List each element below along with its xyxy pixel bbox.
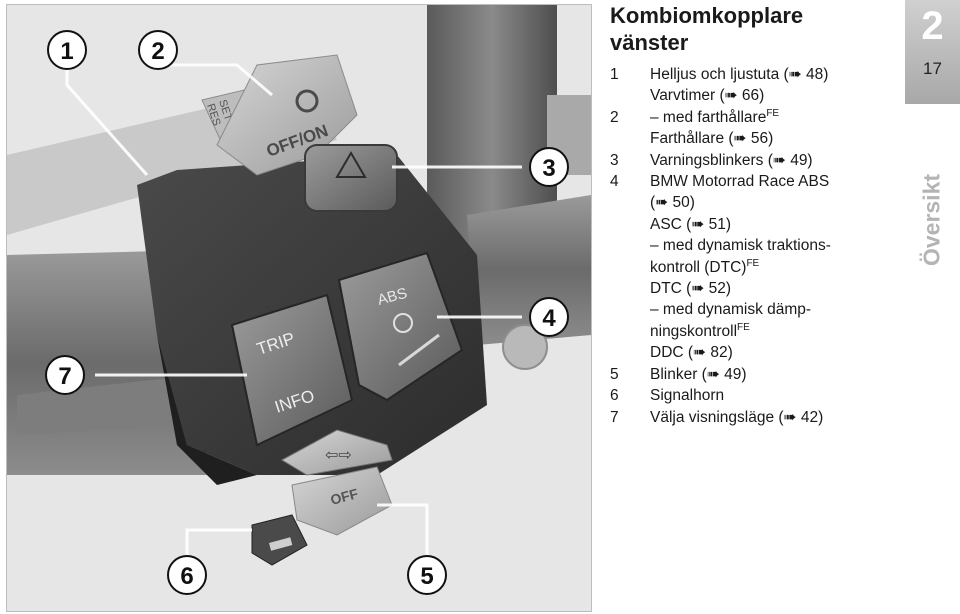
callout-1: 1	[47, 30, 87, 70]
svg-text:2: 2	[151, 38, 164, 65]
legend-item: 7 Välja visningsläge (➠ 42)	[610, 407, 902, 428]
legend-item: 4 BMW Motorrad Race ABS	[610, 171, 902, 192]
legend-item: 1 Helljus och ljustuta (➠ 48)	[610, 64, 902, 85]
legend-item-number	[610, 257, 650, 278]
legend-item-number	[610, 214, 650, 235]
legend-item: 6 Signalhorn	[610, 385, 902, 406]
legend-item-number: 3	[610, 151, 619, 169]
legend-item-text: – med dynamisk dämp-	[650, 301, 812, 319]
legend-item-number	[610, 321, 650, 342]
title-line-1: Kombiomkopplare	[610, 3, 804, 28]
legend-item-superscript: FE	[737, 321, 750, 333]
legend-item: Varvtimer (➠ 66)	[610, 85, 902, 106]
legend-item-number: 7	[610, 408, 619, 426]
legend-item-text: Välja visningsläge (➠ 42)	[650, 408, 824, 426]
legend-item-text: (➠ 50)	[650, 194, 695, 212]
legend-list: 1 Helljus och ljustuta (➠ 48) Varvtimer (➠…	[610, 64, 902, 428]
legend-item-number	[610, 278, 650, 299]
callout-2: 2	[138, 30, 178, 70]
off-label: OFF	[329, 485, 361, 508]
legend-item-text: – med farthållareFE	[650, 107, 780, 126]
legend-item: Farthållare (➠ 56)	[610, 128, 902, 149]
title-line-2: vänster	[610, 30, 689, 55]
legend-item-number: 1	[610, 66, 619, 83]
legend-item: 2 – med farthållareFE	[610, 107, 902, 128]
legend-item-text: Varvtimer (➠ 66)	[650, 87, 765, 105]
legend-item: DTC (➠ 52)	[610, 278, 902, 299]
svg-text:4: 4	[542, 305, 556, 332]
legend-item-number: 2	[610, 108, 619, 126]
legend-item-number	[610, 235, 650, 256]
legend-item-text: BMW Motorrad Race ABS	[650, 173, 830, 191]
legend-item-text: ningskontrollFE	[650, 321, 750, 340]
handlebar-switch-drawing: SET RES OFF/ON ABS TRIP INFO ⇦⇨ OFF	[7, 5, 591, 611]
legend-item-text: Signalhorn	[650, 387, 725, 405]
svg-text:6: 6	[180, 563, 193, 590]
legend-item-text: Helljus och ljustuta (➠ 48)	[650, 66, 829, 83]
legend-item-number	[610, 192, 650, 213]
callout-6: 6	[167, 555, 207, 595]
legend-item-text: DDC (➠ 82)	[650, 344, 733, 362]
chapter-number: 2	[921, 4, 944, 48]
legend-item-number	[610, 342, 650, 363]
callout-3: 3	[529, 147, 569, 187]
section-title: Kombiomkopplare vänster	[610, 2, 900, 56]
callout-7: 7	[45, 355, 85, 395]
section-label: Översikt	[918, 173, 945, 267]
legend-item: DDC (➠ 82)	[610, 342, 902, 363]
chapter-tab: 2 17	[905, 0, 960, 104]
legend-item-number: 6	[610, 387, 619, 405]
legend-item-superscript: FE	[746, 257, 760, 269]
legend-item-number	[610, 85, 650, 106]
legend-item-text: DTC (➠ 52)	[650, 280, 732, 298]
switch-illustration: SET RES OFF/ON ABS TRIP INFO ⇦⇨ OFF	[6, 4, 592, 612]
callout-4: 4	[529, 297, 569, 337]
legend-item: – med dynamisk traktions-	[610, 235, 902, 256]
legend-item: (➠ 50)	[610, 192, 902, 213]
svg-text:1: 1	[60, 38, 73, 65]
legend-item: 3 Varningsblinkers (➠ 49)	[610, 150, 902, 171]
legend-item: ASC (➠ 51)	[610, 214, 902, 235]
callout-5: 5	[407, 555, 447, 595]
legend-item: – med dynamisk dämp-	[610, 299, 902, 320]
legend-item-text: Farthållare (➠ 56)	[650, 130, 774, 148]
svg-text:⇦⇨: ⇦⇨	[325, 445, 352, 464]
legend-item: ningskontrollFE	[610, 321, 902, 342]
svg-text:7: 7	[58, 363, 71, 390]
legend-item-number: 4	[610, 173, 619, 191]
legend-item-number	[610, 299, 650, 320]
legend-item-text: Varningsblinkers (➠ 49)	[650, 151, 813, 169]
legend-item-number	[610, 128, 650, 149]
legend-item-number: 5	[610, 365, 619, 383]
legend-item-text: Blinker (➠ 49)	[650, 365, 747, 383]
legend-item-text: – med dynamisk traktions-	[650, 237, 831, 255]
legend-item: kontroll (DTC)FE	[610, 257, 902, 278]
legend-item: 5 Blinker (➠ 49)	[610, 364, 902, 385]
legend-item-text: kontroll (DTC)FE	[650, 257, 760, 276]
legend-item-superscript: FE	[766, 107, 780, 119]
svg-text:5: 5	[420, 563, 433, 590]
legend-item-text: ASC (➠ 51)	[650, 215, 732, 233]
svg-text:3: 3	[542, 155, 555, 182]
page-number: 17	[923, 59, 942, 78]
